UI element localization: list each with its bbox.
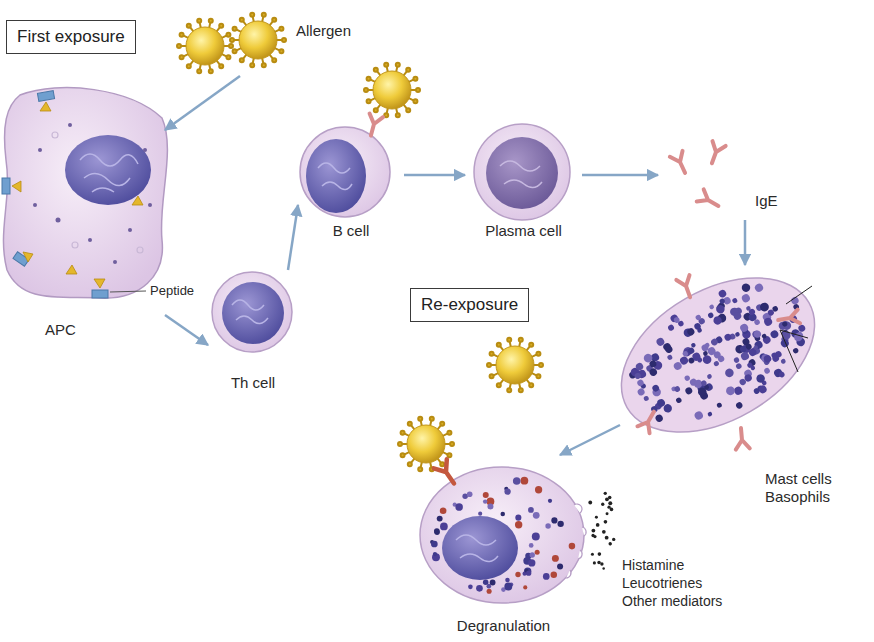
cell-label: Mast cells Basophils <box>765 470 849 506</box>
degranulating-cell: Degranulation <box>415 455 592 638</box>
ige-group: IgE <box>658 135 793 220</box>
cell-label: IgE <box>755 192 778 210</box>
flow-arrow <box>582 174 658 177</box>
cell-label: Th cell <box>208 374 298 392</box>
plasma-cell: Plasma cell <box>465 118 582 243</box>
flow-arrow <box>288 205 298 270</box>
stage-box: First exposure <box>6 20 136 54</box>
stage-title: Re-exposure <box>421 295 518 315</box>
stage-box: Re-exposure <box>410 288 529 322</box>
ige-antibodies <box>670 141 726 212</box>
flow-arrow <box>165 315 208 345</box>
stage-title: First exposure <box>17 27 125 47</box>
degranulating-cell <box>420 459 615 603</box>
flow-arrow <box>404 174 465 177</box>
cell-label: Allergen <box>296 22 351 40</box>
apc-cell: APC <box>0 85 165 345</box>
granules <box>430 477 575 594</box>
allergen-group: Allergen <box>178 12 368 76</box>
cell-label: Degranulation <box>415 617 592 635</box>
th-cell <box>212 272 292 352</box>
b-cell <box>300 113 390 217</box>
apc-cell <box>2 88 167 298</box>
granules <box>613 257 832 449</box>
flow-arrow <box>744 220 747 265</box>
plasma-cell <box>474 124 570 220</box>
b-cell: B cell <box>298 62 404 242</box>
th-cell: Th cell <box>208 270 298 395</box>
cell-label: B cell <box>298 222 404 240</box>
mast-cell <box>595 246 842 464</box>
cell-label: Plasma cell <box>465 222 582 240</box>
mediator-list: Histamine Leucotrienes Other mediators <box>622 556 734 610</box>
flow-arrow <box>560 425 620 455</box>
flow-arrow <box>165 76 240 130</box>
mast-cell: Mast cells Basophils <box>620 265 862 517</box>
released-mediators <box>588 492 615 570</box>
callout-label: Peptide <box>150 282 194 300</box>
cell-label: APC <box>45 321 76 339</box>
